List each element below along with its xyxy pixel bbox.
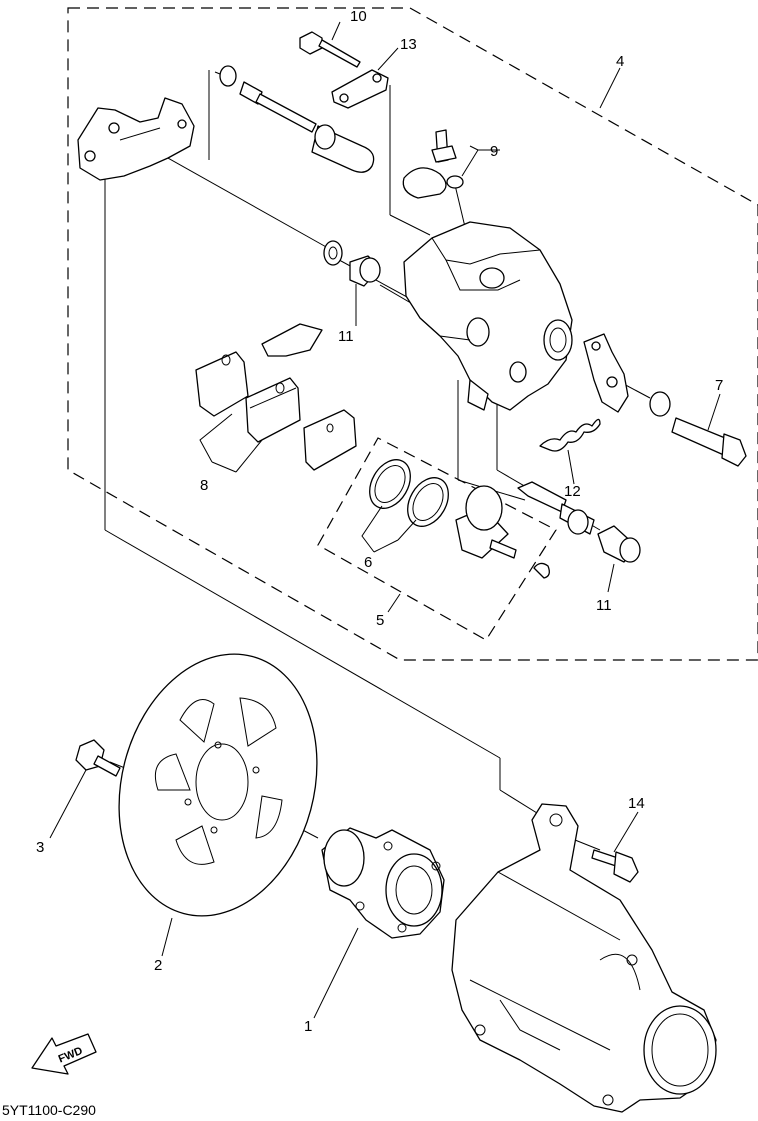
disc-bolt-part-3[interactable] (75, 739, 121, 777)
brake-pads-part-8[interactable] (195, 351, 301, 443)
callout-12: 12 (564, 483, 581, 500)
callout-7: 7 (715, 377, 723, 394)
diagram-code: 5YT1100-C290 (2, 1102, 96, 1118)
pad-shim[interactable] (261, 323, 323, 357)
axle-carrier[interactable] (451, 803, 717, 1113)
piston-kit-outline (317, 437, 557, 641)
piston-seals-part-6[interactable] (361, 452, 456, 533)
callout-11-lower: 11 (596, 597, 612, 614)
pad-insulator[interactable] (303, 409, 357, 471)
spring-part-12[interactable] (539, 418, 601, 452)
callout-13: 13 (400, 36, 417, 53)
callout-2: 2 (154, 957, 162, 974)
callout-8: 8 (200, 477, 208, 494)
hub-part-1[interactable] (321, 827, 445, 939)
bolt-part-7[interactable] (649, 391, 747, 467)
caliper-body[interactable] (403, 221, 573, 411)
callout-11-upper: 11 (338, 328, 354, 345)
callout-6: 6 (364, 554, 372, 571)
callout-5: 5 (376, 612, 384, 629)
bushing-part-11-lower[interactable] (597, 525, 641, 563)
bleed-screw-part-9[interactable] (402, 129, 464, 199)
fwd-arrow-icon: FWD (31, 1033, 97, 1075)
pad-pin[interactable] (219, 65, 375, 173)
callout-10: 10 (350, 8, 367, 25)
bolt-part-14[interactable] (591, 849, 639, 883)
callout-1: 1 (304, 1018, 312, 1035)
callout-labels: 10 13 4 9 11 7 8 12 6 11 5 14 3 2 1 (36, 8, 723, 1035)
slide-pin[interactable] (517, 481, 595, 535)
bushing-part-11-upper[interactable] (323, 240, 381, 287)
bolt-part-10[interactable] (299, 31, 361, 68)
callout-14: 14 (628, 795, 645, 812)
callout-3: 3 (36, 839, 44, 856)
callout-9: 9 (490, 143, 498, 160)
caliper-plate[interactable] (583, 333, 629, 413)
callout-leaders (49, 21, 721, 1019)
brake-disc-part-2[interactable] (91, 632, 345, 939)
retainer-plate-part-13[interactable] (331, 69, 389, 109)
brake-piston[interactable] (455, 485, 550, 579)
callout-4: 4 (616, 53, 624, 70)
caliper-bracket[interactable] (77, 97, 195, 181)
